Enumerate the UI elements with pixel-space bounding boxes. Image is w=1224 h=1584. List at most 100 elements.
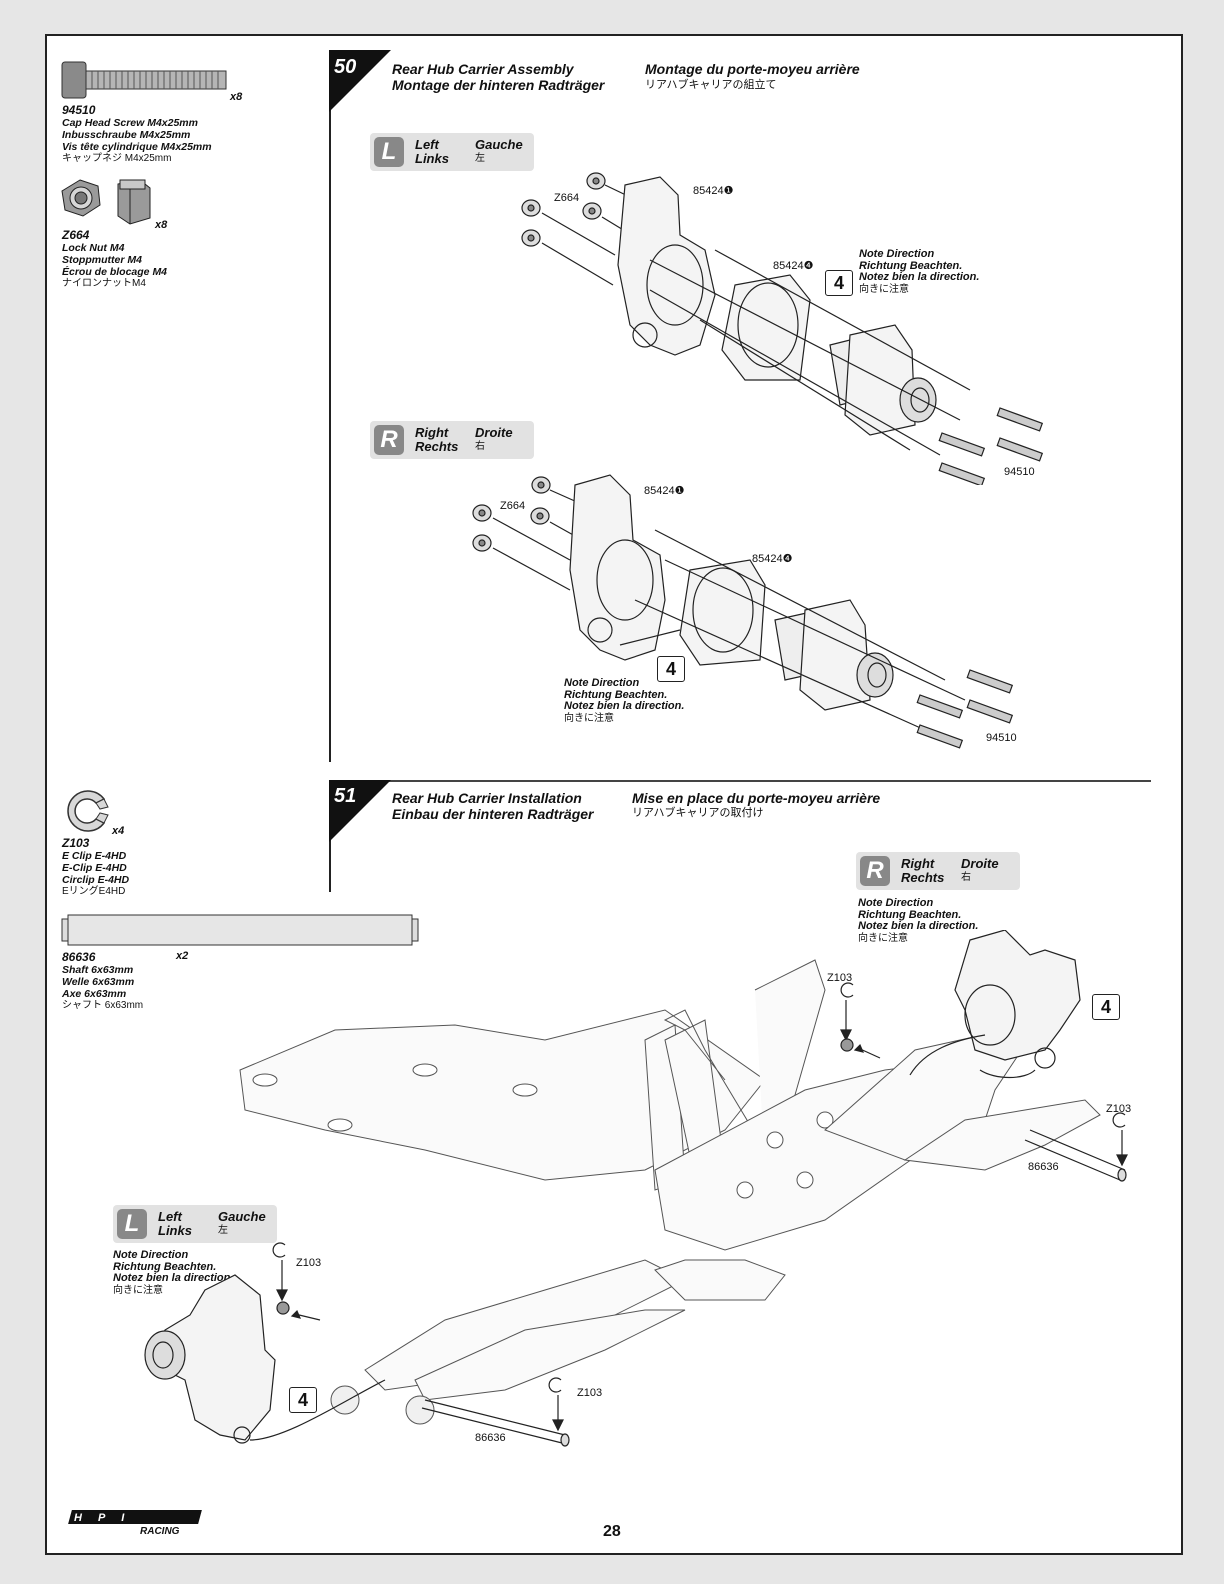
side-letter: R (860, 856, 890, 886)
logo-text: HPI (74, 1512, 141, 1524)
side-de: Links (158, 1223, 192, 1238)
side-jp: 左 (218, 1225, 228, 1236)
side-fr: Droite (475, 425, 513, 440)
part-name-en: Cap Head Screw M4x25mm (62, 117, 198, 129)
side-en: Right (901, 856, 935, 871)
label-shaft: 86636 (1028, 1161, 1059, 1173)
part-name-de: Inbusschraube M4x25mm (62, 129, 191, 141)
part-qty: x8 (155, 219, 168, 231)
side-fr: Gauche (218, 1209, 266, 1224)
side-jp: 右 (961, 872, 971, 883)
part-name-jp: シャフト 6x63mm (62, 1000, 144, 1011)
note-jp: 向きに注意 (859, 283, 909, 295)
part-name-de: Stoppmutter M4 (62, 254, 142, 266)
note-de: Richtung Beachten. (113, 1260, 217, 1273)
part-name-en: E Clip E-4HD (62, 850, 127, 862)
note-en: Note Direction (858, 897, 934, 909)
part-name-fr: Vis tête cylindrique M4x25mm (62, 141, 212, 153)
part-z664: Z664 Lock Nut M4 Stoppmutter M4 Écrou de… (62, 228, 282, 290)
note-fr: Notez bien la direction. (113, 1272, 234, 1284)
note-fr: Notez bien la direction. (859, 271, 980, 283)
part-name-jp: ナイロンナットM4 (62, 278, 146, 289)
lock-nut-icon (61, 179, 151, 225)
note-direction: Note Direction Richtung Beachten. Notez … (564, 677, 685, 725)
note-direction: Note Direction Richtung Beachten. Notez … (113, 1249, 234, 1297)
part-name-jp: EリングE4HD (62, 886, 126, 897)
side-en: Left (158, 1209, 182, 1224)
part-code: Z103 (62, 836, 90, 850)
side-en: Left (415, 137, 439, 152)
label-part: 85424❹ (752, 553, 793, 565)
part-name-jp: キャップネジ M4x25mm (62, 153, 172, 164)
step-title-de: Einbau der hinteren Radträger (392, 806, 594, 822)
step-number: 50 (334, 56, 357, 78)
note-jp: 向きに注意 (564, 712, 614, 724)
side-letter: L (117, 1209, 147, 1239)
chassis-installation-diagram (144, 930, 1128, 1447)
side-de: Rechts (415, 439, 459, 454)
cap-screw-icon (61, 61, 227, 99)
label-nut: Z664 (554, 192, 580, 204)
side-letter: L (374, 137, 404, 167)
reference-box: 4 (657, 656, 685, 682)
part-name-de: Welle 6x63mm (62, 976, 135, 988)
part-name-fr: Écrou de blocage M4 (62, 266, 168, 278)
reference-box: 4 (289, 1387, 317, 1413)
step-title-jp: リアハブキャリアの組立て (645, 79, 777, 91)
shaft-icon (61, 914, 419, 946)
note-en: Note Direction (113, 1249, 189, 1261)
step-title-jp: リアハブキャリアの取付け (632, 807, 764, 819)
part-name-en: Lock Nut M4 (62, 242, 125, 254)
step-badge (329, 780, 391, 842)
part-86636: 86636 Shaft 6x63mm Welle 6x63mm Axe 6x63… (62, 950, 282, 1012)
side-de: Links (415, 151, 449, 166)
note-en: Note Direction (564, 677, 640, 689)
divider (329, 50, 331, 762)
side-jp: 右 (475, 441, 485, 452)
note-de: Richtung Beachten. (858, 908, 962, 921)
label-part: 85424❹ (773, 260, 814, 272)
label-clip: Z103 (1106, 1103, 1132, 1115)
side-box-right: R Right Rechts Droite 右 (856, 852, 1020, 890)
side-box-left: L Left Links Gauche 左 (370, 133, 534, 171)
note-fr: Notez bien la direction. (564, 700, 685, 712)
part-code: 94510 (62, 103, 96, 117)
label-clip: Z103 (296, 1257, 322, 1269)
note-direction: Note Direction Richtung Beachten. Notez … (858, 897, 979, 945)
reference-box: 4 (825, 270, 853, 296)
label-part: 85424❶ (693, 185, 734, 197)
rear-hub-right-exploded-diagram (472, 474, 1014, 749)
note-de: Richtung Beachten. (859, 259, 963, 272)
part-code: 86636 (62, 950, 96, 964)
part-94510: 94510 Cap Head Screw M4x25mm Inbusschrau… (62, 103, 282, 165)
label-clip: Z103 (827, 972, 853, 984)
hpi-racing-logo: HPI RACING (68, 1510, 205, 1546)
side-fr: Droite (961, 856, 999, 871)
note-fr: Notez bien la direction. (858, 920, 979, 932)
step-number: 51 (334, 785, 357, 807)
side-jp: 左 (475, 153, 485, 164)
note-de: Richtung Beachten. (564, 688, 668, 701)
label-nut: Z664 (500, 500, 526, 512)
step-badge (329, 50, 391, 112)
rear-hub-left-exploded-diagram (521, 172, 1044, 485)
part-qty: x2 (176, 950, 189, 962)
side-box-left: L Left Links Gauche 左 (113, 1205, 277, 1243)
side-en: Right (415, 425, 449, 440)
label-shaft: 86636 (475, 1432, 506, 1444)
part-name-en: Shaft 6x63mm (62, 964, 134, 976)
step-title-fr: Mise en place du porte-moyeu arrière (632, 790, 881, 806)
divider (329, 780, 1151, 782)
reference-box: 4 (1092, 994, 1120, 1020)
part-z103: Z103 E Clip E-4HD E-Clip E-4HD Circlip E… (62, 836, 282, 898)
side-box-right: R Right Rechts Droite 右 (370, 421, 534, 459)
part-qty: x4 (112, 825, 125, 837)
note-jp: 向きに注意 (113, 1284, 163, 1296)
step-title-en: Rear Hub Carrier Installation (392, 790, 582, 806)
side-letter: R (374, 425, 404, 455)
label-part: 85424❶ (644, 485, 685, 497)
e-clip-icon (67, 790, 109, 832)
note-direction: Note Direction Richtung Beachten. Notez … (859, 248, 980, 296)
part-code: Z664 (62, 228, 90, 242)
side-de: Rechts (901, 870, 945, 885)
